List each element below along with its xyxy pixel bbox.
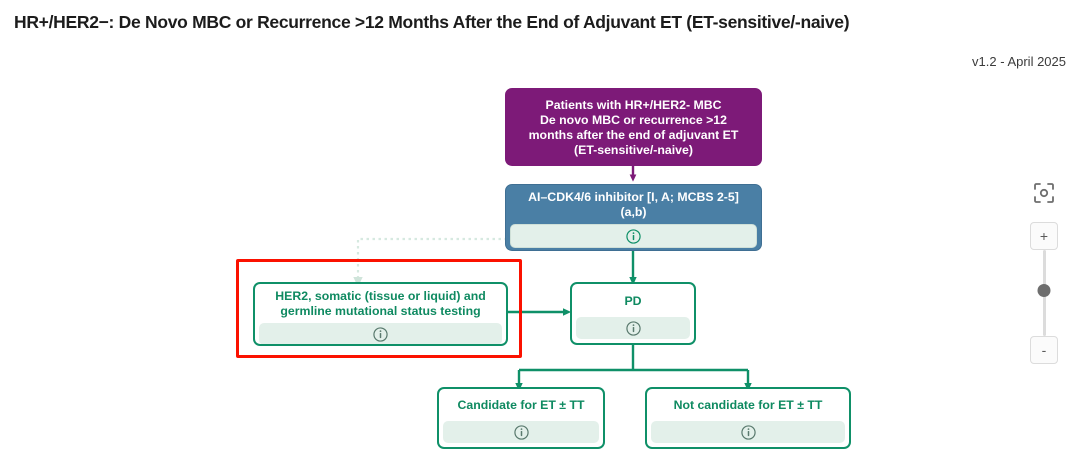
node-progressive-disease[interactable]: PD (570, 282, 696, 345)
node-ai-cdk46-inhibitor-label: AI–CDK4/6 inhibitor [I, A; MCBS 2-5] (a,… (506, 185, 761, 224)
info-icon[interactable] (625, 320, 641, 336)
testing-line-2: germline mutational status testing (280, 304, 481, 318)
zoom-controls[interactable]: + - (1024, 180, 1064, 364)
testing-line-1: HER2, somatic (tissue or liquid) and (275, 289, 486, 303)
pd-line-1: PD (624, 293, 642, 308)
treatment-line-2: (a,b) (620, 205, 647, 219)
root-line-1: Patients with HR+/HER2- MBC (545, 97, 722, 112)
flowchart-canvas[interactable]: Patients with HR+/HER2- MBC De novo MBC … (0, 74, 1080, 471)
node-not-candidate-for-et-tt[interactable]: Not candidate for ET ± TT (645, 387, 851, 449)
root-line-3: months after the end of adjuvant ET (528, 127, 739, 142)
info-icon[interactable] (740, 424, 756, 440)
zoom-out-button[interactable]: - (1030, 336, 1058, 364)
info-strip-treatment[interactable] (510, 224, 757, 248)
candidate-line-1: Candidate for ET ± TT (457, 398, 585, 412)
info-strip-candidate[interactable] (443, 421, 599, 443)
zoom-in-button[interactable]: + (1030, 222, 1058, 250)
node-progressive-disease-label: PD (572, 284, 694, 317)
node-not-candidate-for-et-tt-label: Not candidate for ET ± TT (647, 389, 849, 421)
root-line-4: (ET-sensitive/-naive) (574, 142, 693, 157)
root-line-2: De novo MBC or recurrence >12 (540, 112, 727, 127)
treatment-line-1: AI–CDK4/6 inhibitor [I, A; MCBS 2-5] (528, 190, 739, 204)
fit-view-icon (1034, 183, 1054, 203)
node-patients-root-label: Patients with HR+/HER2- MBC De novo MBC … (506, 89, 761, 165)
info-strip-not-candidate[interactable] (651, 421, 845, 443)
info-strip-testing[interactable] (259, 323, 502, 344)
zoom-out-label: - (1041, 342, 1047, 358)
node-candidate-for-et-tt[interactable]: Candidate for ET ± TT (437, 387, 605, 449)
info-strip-pd[interactable] (576, 317, 690, 339)
node-her2-mutational-testing[interactable]: HER2, somatic (tissue or liquid) and ger… (253, 282, 508, 346)
node-candidate-for-et-tt-label: Candidate for ET ± TT (439, 389, 603, 421)
node-ai-cdk46-inhibitor[interactable]: AI–CDK4/6 inhibitor [I, A; MCBS 2-5] (a,… (505, 184, 762, 251)
info-icon[interactable] (373, 326, 388, 342)
not-candidate-line-1: Not candidate for ET ± TT (673, 398, 823, 412)
zoom-in-label: + (1039, 228, 1049, 244)
selection-highlight-box[interactable] (236, 259, 522, 358)
fit-view-button[interactable] (1031, 180, 1057, 206)
zoom-slider[interactable] (1037, 250, 1051, 336)
node-her2-mutational-testing-label: HER2, somatic (tissue or liquid) and ger… (255, 284, 506, 323)
version-label: v1.2 - April 2025 (972, 54, 1066, 69)
info-icon[interactable] (626, 228, 641, 244)
zoom-slider-handle[interactable] (1037, 284, 1051, 297)
page-title: HR+/HER2−: De Novo MBC or Recurrence >12… (14, 12, 850, 32)
info-icon[interactable] (513, 424, 529, 440)
node-patients-root[interactable]: Patients with HR+/HER2- MBC De novo MBC … (505, 88, 762, 166)
